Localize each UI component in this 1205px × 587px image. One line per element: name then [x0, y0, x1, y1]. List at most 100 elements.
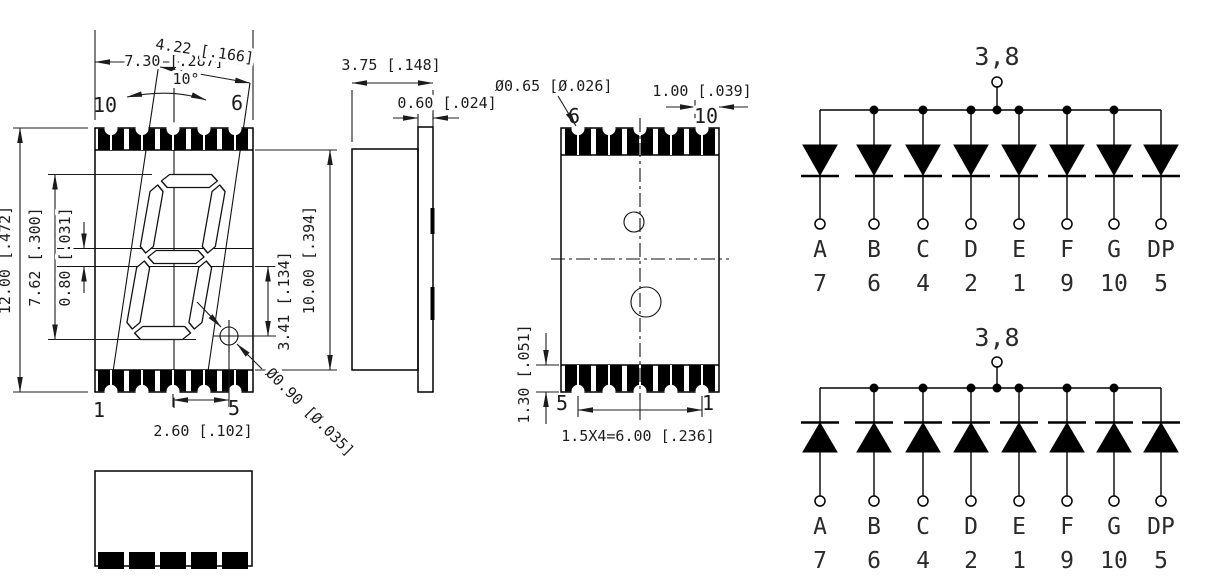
circuit-common-cathode: 3,8 A B C D E F G DP 7 6 4 2	[799, 323, 1182, 574]
pin-number: 10	[1100, 271, 1128, 297]
segment-g	[147, 249, 205, 265]
diode-symbol	[1093, 108, 1135, 231]
bottom-view-pads	[98, 552, 248, 569]
back-view: Ø0.65 [Ø.026] 6 1.00 [.039] 10 1.30 [.05…	[495, 77, 752, 445]
pad	[596, 365, 622, 398]
dim-pad-width-label: 1.00 [.039]	[652, 82, 751, 100]
segment-c	[188, 260, 213, 330]
pad	[596, 122, 622, 155]
pin-number: 4	[916, 548, 930, 574]
dim-dp-offset-label: 2.60 [.102]	[153, 422, 252, 440]
pad	[129, 552, 155, 569]
seven-segment-digit	[126, 173, 226, 341]
common-pin-label: 3,8	[974, 42, 1019, 71]
segment-label: F	[1060, 237, 1074, 263]
segment-label: B	[867, 514, 881, 540]
pad	[129, 370, 155, 398]
diode-symbol	[1140, 108, 1182, 231]
diode-symbol	[902, 108, 944, 231]
segment-labels: A B C D E F G DP	[813, 237, 1175, 263]
bottom-view	[94, 470, 253, 569]
common-pin-label: 3,8	[974, 323, 1019, 352]
segment-label: DP	[1147, 237, 1175, 263]
pin-number: 9	[1060, 271, 1074, 297]
pad	[98, 552, 124, 569]
dim-total-depth-label: 3.75 [.148]	[341, 56, 440, 74]
side-lens-plate	[417, 126, 434, 393]
diode-symbol	[1046, 386, 1088, 508]
diode-symbol	[998, 108, 1040, 231]
dim-dp-to-mid-label: 3.41 [.134]	[275, 251, 293, 350]
front-bottom-pads	[98, 370, 248, 398]
dim-pad-height-label: 1.30 [.051]	[515, 324, 533, 423]
segment-d	[133, 325, 192, 341]
pad	[658, 122, 684, 155]
pin-label-1: 1	[702, 391, 714, 415]
pin-number: 1	[1012, 271, 1026, 297]
dim-dp-diameter-label: Ø0.90 [Ø.035]	[262, 364, 358, 460]
pad	[98, 122, 124, 150]
pin-number: 7	[813, 271, 827, 297]
segment-label: E	[1012, 514, 1026, 540]
dim-mid-gap-label: 0.80 [.031]	[56, 207, 74, 306]
pin-number: 4	[916, 271, 930, 297]
segment-label: F	[1060, 514, 1074, 540]
segment-e	[126, 260, 151, 330]
segment-b	[201, 184, 226, 254]
segment-label: C	[916, 514, 930, 540]
pin-label-5: 5	[556, 391, 568, 415]
diode-symbol	[1093, 386, 1135, 508]
pin-label-6: 6	[568, 104, 580, 128]
common-terminal	[991, 356, 1003, 368]
pad	[222, 370, 248, 398]
segment-label: A	[813, 237, 827, 263]
pad	[160, 122, 186, 150]
segment-label: D	[964, 237, 978, 263]
side-view: 3.75 [.148] 0.60 [.024]	[341, 56, 500, 393]
dim-pin-pitch-label: 1.5X4=6.00 [.236]	[561, 427, 715, 445]
pad	[565, 365, 591, 398]
slant-construction-line-left	[109, 62, 160, 393]
pad	[160, 552, 186, 569]
pin-numbers: 7 6 4 2 1 9 10 5	[813, 548, 1168, 574]
pad	[191, 370, 217, 398]
pin-number: 6	[867, 548, 881, 574]
diode-symbol	[1140, 386, 1182, 508]
pin-label-10: 10	[694, 104, 718, 128]
diode-symbol	[853, 108, 895, 231]
edge-pad	[430, 208, 435, 234]
hole-small	[623, 211, 645, 233]
dim-total-height-label: 12.00 [.472]	[0, 206, 14, 314]
diode-symbol	[998, 386, 1040, 508]
pin-number: 7	[813, 548, 827, 574]
pad	[658, 365, 684, 398]
dim-body-height-label: 10.00 [.394]	[300, 206, 318, 314]
diode-symbol	[1046, 108, 1088, 231]
front-top-pads	[98, 122, 248, 150]
edge-pad	[430, 287, 435, 320]
pin-number: 2	[964, 271, 978, 297]
circuit-common-anode: 3,8 A B C D E F G DP 7 6 4 2	[799, 42, 1182, 297]
pin-number: 5	[1154, 548, 1168, 574]
pin-label-6: 6	[231, 91, 243, 115]
dim-digit-height-label: 7.62 [.300]	[26, 207, 44, 306]
dim-angle-label: 10°	[172, 70, 199, 88]
pad	[129, 122, 155, 150]
diode-symbol	[950, 108, 992, 231]
pad	[191, 552, 217, 569]
common-terminal	[991, 76, 1003, 88]
pin-number: 1	[1012, 548, 1026, 574]
pin-label-1: 1	[93, 398, 105, 422]
pin-number: 9	[1060, 548, 1074, 574]
segment-labels: A B C D E F G DP	[813, 514, 1175, 540]
segment-label: G	[1107, 514, 1121, 540]
pad	[222, 552, 248, 569]
segment-label: B	[867, 237, 881, 263]
pin-label-10: 10	[93, 93, 117, 117]
segment-label: A	[813, 514, 827, 540]
pad	[98, 370, 124, 398]
segment-a	[160, 173, 219, 189]
pin-number: 5	[1154, 271, 1168, 297]
